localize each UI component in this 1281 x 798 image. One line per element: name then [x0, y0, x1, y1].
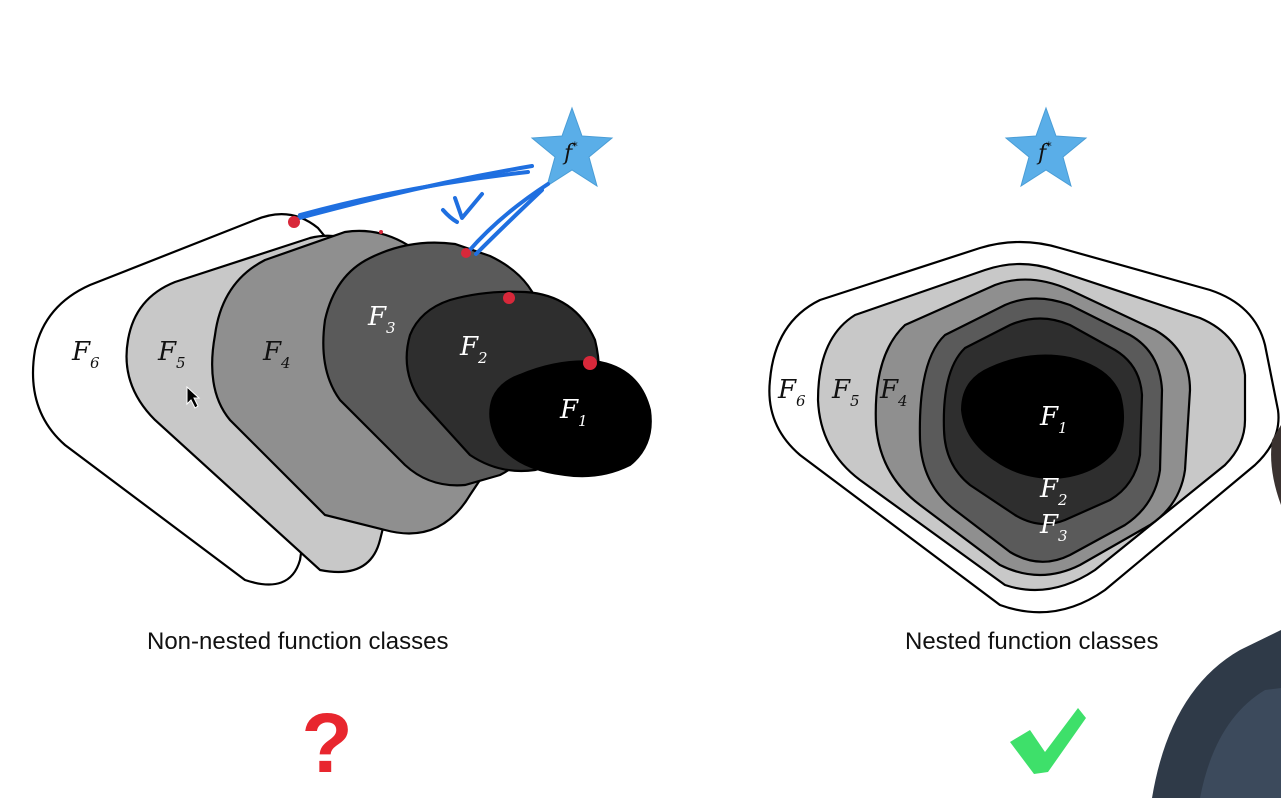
caption-non-nested: Non-nested function classes [147, 628, 449, 656]
checkmark-icon [1010, 708, 1086, 774]
nested-diagram: F6 F5 F4 F1 F2 F3 f* [769, 108, 1278, 612]
caption-nested: Nested function classes [905, 628, 1158, 656]
non-nested-diagram: F6 F5 F4 F3 F2 F1 f* [33, 108, 651, 585]
question-mark-icon: ? [301, 696, 352, 790]
star-icon: f* [532, 108, 612, 186]
star-icon: f* [1006, 108, 1086, 186]
